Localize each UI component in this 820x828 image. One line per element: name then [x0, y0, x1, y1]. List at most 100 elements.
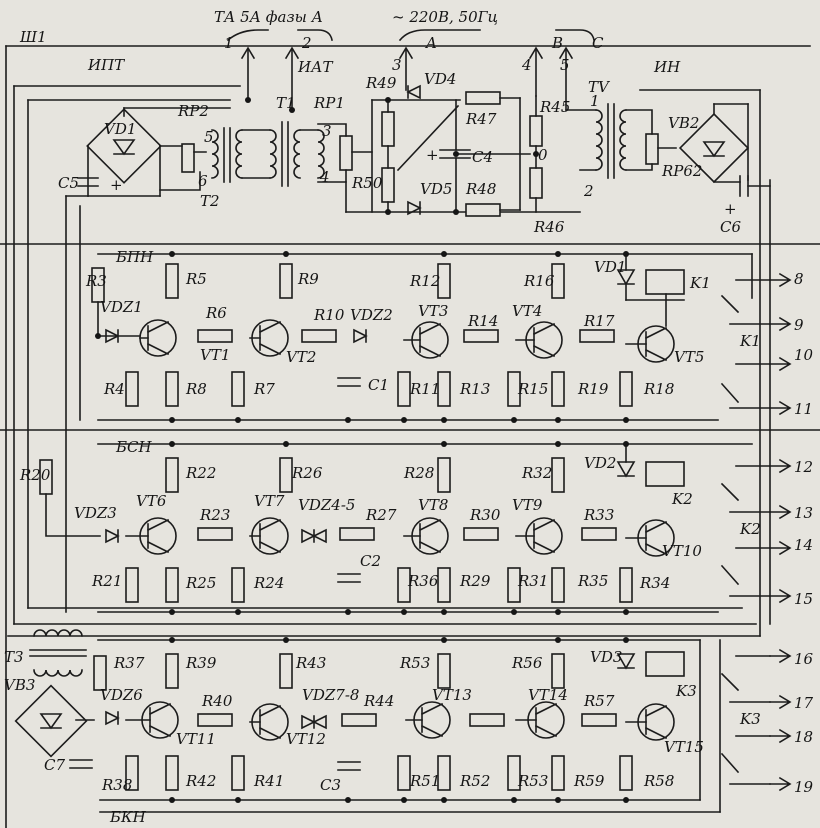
junction-dot: [235, 609, 241, 615]
component-label-top-15: TV: [588, 78, 611, 96]
pin-B: B: [551, 34, 563, 52]
component-label-top-10: R50: [351, 174, 383, 192]
component-label-top-22: 4: [319, 168, 330, 186]
component-label-bpn-15: R11: [409, 380, 440, 398]
labels-bkn: T3VB3C7R37VDZ6R38R39VT11R40R42R43VT12R41…: [4, 648, 704, 794]
component-label-top-19: 5: [204, 128, 214, 146]
component-label-bkn-3: R37: [113, 654, 145, 672]
component-label-top-25: 2: [583, 182, 594, 200]
component-label-bkn-7: VT11: [176, 730, 216, 748]
component-label-top-2: C5: [58, 174, 79, 192]
component-label-bpn-14: VT3: [418, 302, 448, 320]
component-label-bsn-20: R31: [517, 572, 548, 590]
component-label-bpn-10: R10: [313, 306, 345, 324]
rp2-wires: [159, 145, 207, 191]
junction-dot: [345, 797, 351, 803]
terminal-10: 10: [794, 346, 814, 364]
junction-dot: [555, 441, 561, 447]
junction-dot: [169, 417, 175, 423]
component-label-bsn-14: VT8: [418, 496, 448, 514]
terminal-18: 18: [794, 728, 813, 746]
junction-dot: [235, 417, 241, 423]
t1-transformer: [241, 121, 301, 187]
bsn-block: [39, 443, 771, 613]
junction-dot: [453, 209, 459, 215]
component-label-bpn-8: R9: [297, 270, 319, 288]
terminal-13: 13: [794, 504, 813, 522]
junction-dot: [441, 251, 447, 257]
component-label-bpn-21: R17: [583, 312, 615, 330]
component-label-bpn-25: VT5: [674, 348, 704, 366]
component-label-top-1: RP2: [177, 102, 209, 120]
junction-dot: [283, 637, 289, 643]
r45-r46-tv: [529, 95, 677, 213]
component-label-bkn-28: R58: [643, 772, 674, 790]
junction-dot: [555, 417, 561, 423]
component-label-bkn-4: VDZ6: [100, 686, 143, 704]
component-label-bpn-18: R16: [523, 272, 555, 290]
junction-dot: [169, 251, 175, 257]
junction-dot: [441, 417, 447, 423]
junction-dot: [623, 251, 629, 257]
junction-dot: [511, 609, 517, 615]
component-label-bpn-26: R18: [643, 380, 674, 398]
junction-dot: [623, 441, 629, 447]
pin-1: 1: [224, 34, 234, 52]
junction-dot: [555, 797, 561, 803]
junction-dot: [401, 609, 407, 615]
junction-dot: [283, 251, 289, 257]
labels-bsn: R20VDZ3R21R22VT6R23R25R26VT7R24VDZ4-5R27…: [19, 454, 702, 592]
component-label-bsn-25: VT10: [662, 542, 702, 560]
component-label-bsn-4: VT6: [136, 492, 167, 510]
component-label-bpn-0: R3: [85, 272, 107, 290]
junction-dot: [235, 797, 241, 803]
terminal-11: 11: [794, 400, 813, 418]
component-label-bpn-2: R4: [103, 380, 125, 398]
component-label-bpn-24: K1: [689, 274, 711, 292]
component-label-bpn-6: R8: [185, 380, 207, 398]
component-label-bkn-13: VDZ7-8: [302, 686, 359, 704]
component-label-bkn-16: R53: [399, 654, 430, 672]
component-label-bkn-25: VD3: [590, 648, 622, 666]
pin-C: C: [592, 34, 604, 52]
vb2-bridge: [639, 89, 771, 197]
component-label-bkn-27: VT15: [664, 738, 704, 756]
junction-dot: [345, 609, 351, 615]
junction-dot: [453, 151, 459, 157]
component-label-bsn-23: VD2: [584, 454, 616, 472]
junction-dot: [169, 441, 175, 447]
unit-bsn: БСН: [115, 438, 153, 456]
component-label-top-16: VB2: [668, 114, 699, 132]
component-label-top-20: 6: [198, 172, 208, 190]
junction-dot: [401, 797, 407, 803]
pin-2: 2: [301, 34, 312, 52]
unit-ipt: ИПТ: [87, 56, 125, 74]
junction-dot: [385, 209, 391, 215]
component-label-bsn-16: R30: [469, 506, 501, 524]
unit-bpn: БПН: [115, 248, 154, 266]
bpn-block: [91, 253, 771, 421]
junction-dot: [555, 251, 561, 257]
component-label-top-23: 0: [538, 146, 548, 164]
ta-label: ТА 5А фазы А: [214, 8, 323, 26]
component-label-bsn-15: R36: [407, 572, 439, 590]
component-label-bkn-22: R53: [517, 772, 548, 790]
component-label-bkn-2: C7: [44, 756, 65, 774]
junction-dot: [441, 637, 447, 643]
component-label-bpn-16: R14: [467, 312, 498, 330]
component-label-top-8: R47: [465, 110, 497, 128]
t1-secondary: [299, 123, 581, 213]
component-label-bsn-21: R33: [583, 506, 614, 524]
t2-transformer: [211, 127, 243, 183]
component-label-bsn-10: VDZ4-5: [298, 496, 355, 514]
component-label-top-12: R48: [465, 180, 496, 198]
component-label-bpn-5: R6: [205, 304, 227, 322]
terminal-12: 12: [794, 458, 813, 476]
component-label-bsn-0: R20: [19, 466, 51, 484]
pin-4: 4: [521, 56, 532, 74]
input-arrows: [240, 46, 574, 111]
terminal-arrows: [769, 272, 792, 792]
relay-k3-contacts: K3: [739, 710, 761, 728]
component-label-top-13: R45: [539, 98, 570, 116]
